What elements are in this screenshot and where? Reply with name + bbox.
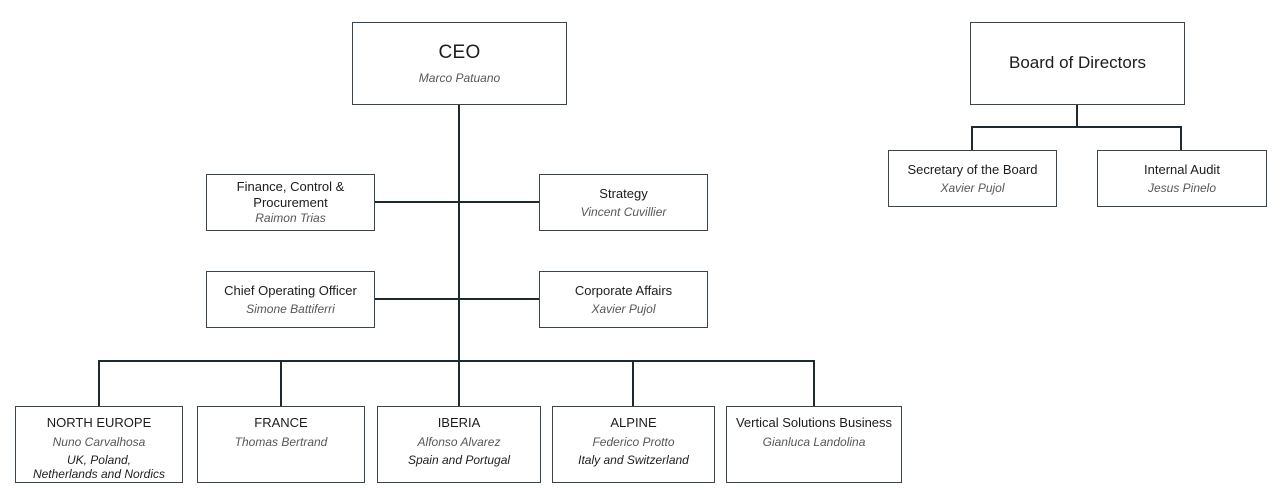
node-person-name: Marco Patuano — [418, 70, 501, 85]
node-north-europe: NORTH EUROPE Nuno Carvalhosa UK, Poland,… — [15, 406, 183, 483]
connector-drop-france — [280, 360, 282, 406]
node-finance-control-procurement: Finance, Control & Procurement Raimon Tr… — [206, 174, 375, 231]
connector-drop-iberia — [458, 360, 460, 406]
connector-ceo-stem — [458, 104, 460, 362]
node-iberia: IBERIA Alfonso Alvarez Spain and Portuga… — [377, 406, 541, 483]
node-title: Internal Audit — [1144, 162, 1220, 177]
node-title: Secretary of the Board — [907, 162, 1038, 177]
connector-drop-secretary — [971, 126, 973, 151]
connector-finance-strategy — [375, 201, 539, 203]
node-title: Corporate Affairs — [574, 283, 673, 298]
connector-drop-alpine — [632, 360, 634, 406]
node-title: FRANCE — [254, 415, 308, 430]
connector-regions-horizontal — [98, 360, 815, 362]
node-ceo: CEO Marco Patuano — [352, 22, 567, 105]
node-title: ALPINE — [610, 415, 657, 430]
node-internal-audit: Internal Audit Jesus Pinelo — [1097, 150, 1267, 207]
node-alpine: ALPINE Federico Protto Italy and Switzer… — [552, 406, 715, 483]
node-region: UK, Poland, Netherlands and Nordics — [33, 453, 165, 482]
connector-board-stem — [1076, 104, 1078, 128]
node-title: Vertical Solutions Business — [735, 415, 893, 430]
node-corporate-affairs: Corporate Affairs Xavier Pujol — [539, 271, 708, 328]
connector-board-horizontal — [971, 126, 1182, 128]
connector-drop-vertical-solutions — [813, 360, 815, 406]
node-france: FRANCE Thomas Bertrand — [197, 406, 365, 483]
node-strategy: Strategy Vincent Cuvillier — [539, 174, 708, 231]
node-region: Spain and Portugal — [407, 452, 511, 467]
node-person-name: Nuno Carvalhosa — [52, 434, 146, 449]
node-title: NORTH EUROPE — [46, 415, 152, 430]
connector-drop-north-europe — [98, 360, 100, 406]
node-person-name: Vincent Cuvillier — [580, 204, 667, 219]
node-person-name: Alfonso Alvarez — [417, 434, 501, 449]
node-title: Finance, Control & Procurement — [236, 179, 345, 210]
node-title: IBERIA — [437, 415, 481, 430]
node-title: Chief Operating Officer — [224, 283, 357, 298]
node-person-name: Xavier Pujol — [591, 301, 656, 316]
node-person-name: Thomas Bertrand — [234, 434, 328, 449]
node-person-name: Jesus Pinelo — [1147, 180, 1217, 195]
node-person-name: Federico Protto — [592, 434, 675, 449]
node-title: Strategy — [599, 186, 648, 201]
node-secretary-of-the-board: Secretary of the Board Xavier Pujol — [888, 150, 1057, 207]
connector-coo-corporate-affairs — [375, 298, 539, 300]
node-person-name: Xavier Pujol — [940, 180, 1005, 195]
node-board-of-directors: Board of Directors — [970, 22, 1185, 105]
node-region: Italy and Switzerland — [578, 452, 689, 467]
node-region-line: Netherlands and Nordics — [32, 467, 166, 482]
node-person-name: Raimon Trias — [255, 211, 326, 226]
node-person-name: Simone Battiferri — [246, 301, 335, 316]
node-title: Board of Directors — [1009, 53, 1146, 73]
node-vertical-solutions-business: Vertical Solutions Business Gianluca Lan… — [726, 406, 902, 483]
node-chief-operating-officer: Chief Operating Officer Simone Battiferr… — [206, 271, 375, 328]
node-person-name: Gianluca Landolina — [762, 434, 866, 449]
node-region-line: UK, Poland, — [66, 452, 132, 467]
connector-drop-internal-audit — [1180, 126, 1182, 151]
node-title: CEO — [438, 41, 481, 63]
